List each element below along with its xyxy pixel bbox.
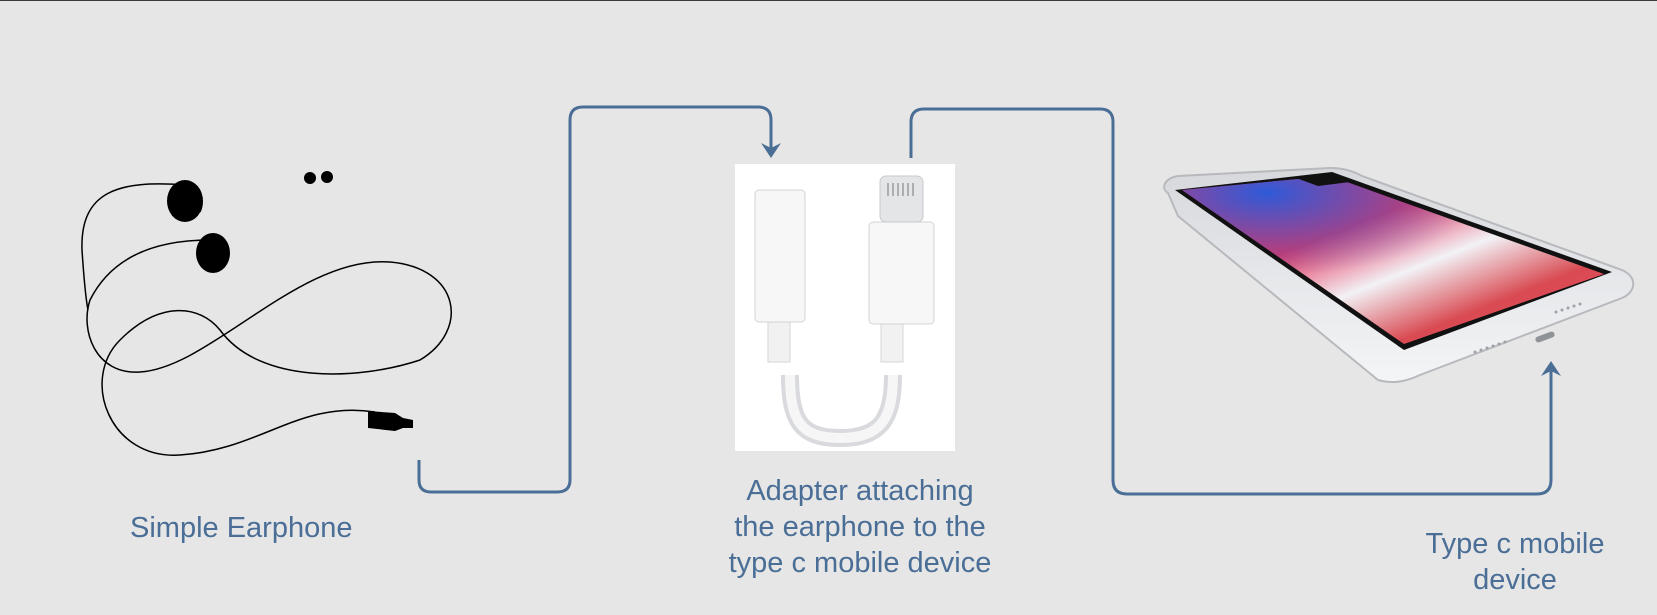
earphone-label: Simple Earphone <box>130 512 353 544</box>
connector-earphone-to-adapter <box>417 105 773 494</box>
audio-jack <box>368 411 413 431</box>
connector-adapter-to-phone <box>909 107 1553 496</box>
phone-label: Type c mobile device <box>1425 528 1605 596</box>
earbud-left <box>167 171 333 273</box>
top-border <box>0 0 1657 1</box>
smartphone-icon <box>1163 166 1635 384</box>
adapter-label: Adapter attaching the earphone to the ty… <box>728 475 992 579</box>
arrowhead-adapter <box>761 143 781 158</box>
lightning-adapter-icon <box>754 175 935 448</box>
arrowhead-phone <box>1541 361 1561 376</box>
